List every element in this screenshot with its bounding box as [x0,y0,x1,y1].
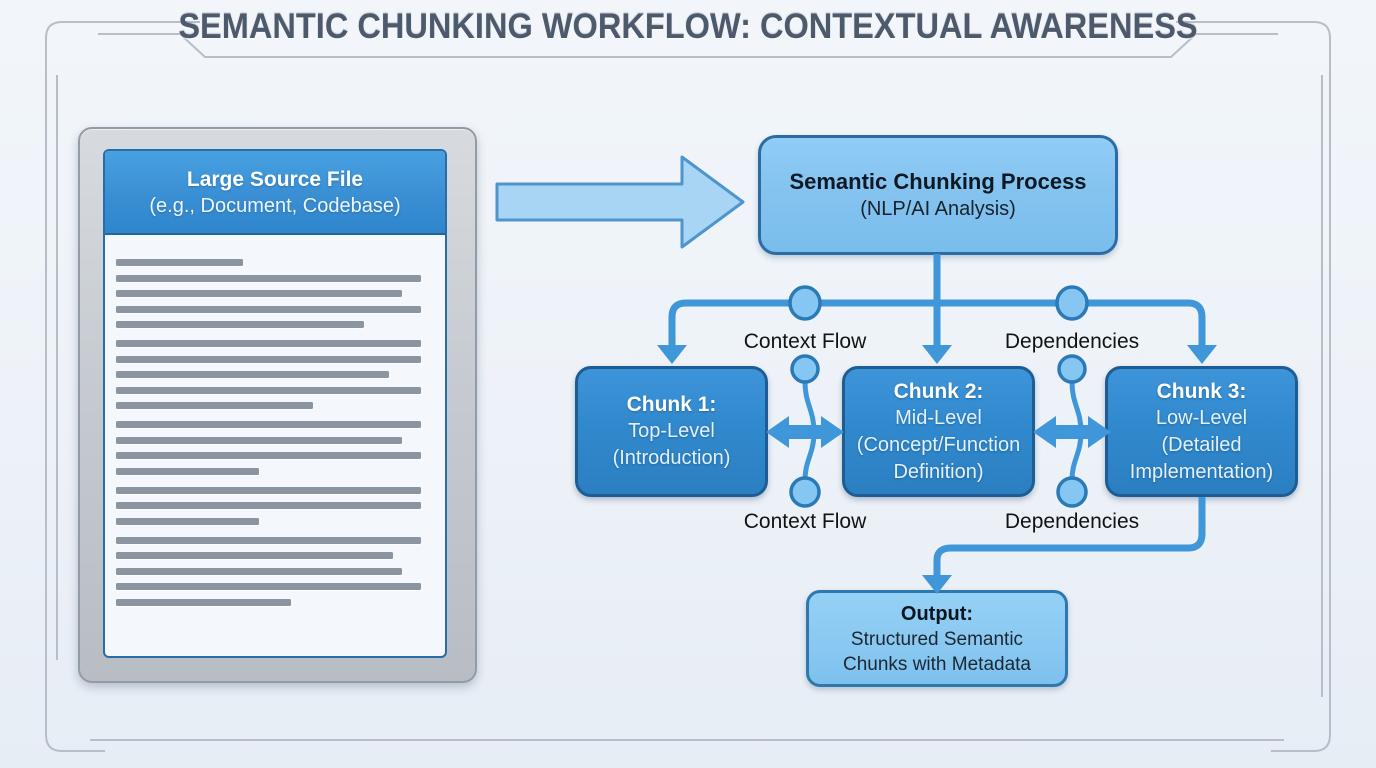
text-line-bar [116,452,422,459]
process-title: Semantic Chunking Process [789,169,1087,194]
text-line-bar [116,340,422,347]
text-line-bar [116,436,403,444]
text-paragraph [116,536,434,606]
text-line-bar [116,486,422,494]
source-file-header: Large Source File (e.g., Document, Codeb… [105,151,445,235]
text-paragraph [116,486,434,525]
chunk-line: Low-Level [1155,406,1248,429]
chunk-line: Mid-Level [895,406,982,429]
text-line-bar [116,321,365,328]
text-line-bar [116,517,260,525]
text-paragraph [116,340,434,409]
chunk-node-1: Chunk 1: Top-Level (Introduction) [575,366,768,497]
chunk-line: Definition) [893,460,984,483]
text-line-bar [116,386,422,394]
output-title: Output: [900,602,974,625]
text-paragraph [116,421,434,475]
text-line-bar [116,402,314,409]
source-file-page: Large Source File (e.g., Document, Codeb… [103,149,447,658]
text-line-bar [116,502,422,509]
text-line-bar [116,305,422,313]
source-file-body [105,235,445,606]
chunk-line: (Concept/Function [856,433,1021,456]
text-line-bar [116,467,260,475]
source-file-card: Large Source File (e.g., Document, Codeb… [78,127,477,683]
dependencies-label-bottom: Dependencies [1004,510,1140,533]
text-paragraph [116,259,434,328]
text-line-bar [116,583,422,590]
text-line-bar [116,552,393,559]
text-line-bar [116,421,422,428]
frame-corner-left [45,21,200,752]
chunk-title: Chunk 1: [626,393,717,416]
diagram-title: SEMANTIC CHUNKING WORKFLOW: CONTEXTUAL A… [178,7,1198,46]
text-line-bar [116,536,422,544]
dependencies-label-top: Dependencies [1004,330,1140,353]
process-node: Semantic Chunking Process (NLP/AI Analys… [758,135,1118,255]
text-line-bar [116,259,244,266]
process-subtitle: (NLP/AI Analysis) [860,198,1016,220]
chunk-title: Chunk 3: [1156,379,1247,403]
output-line: Chunks with Metadata [843,653,1031,675]
title-underline [98,33,1278,58]
source-file-title: Large Source File [186,167,364,191]
context-flow-label-bottom: Context Flow [743,510,867,533]
chunk-lines: Top-Level (Introduction) [613,418,731,472]
chunk-line: (Introduction) [612,447,731,469]
text-line-bar [116,567,403,575]
chunk-line: Top-Level [628,420,715,442]
text-line-bar [116,371,390,378]
text-line-bar [116,290,403,297]
chunk-line: Implementation) [1129,460,1274,483]
chunk-title: Chunk 2: [893,379,984,403]
frame-corner-right [1176,21,1331,752]
chunk-line: (Detailed [1161,433,1242,456]
text-line-bar [116,355,422,363]
context-flow-label-top: Context Flow [743,330,867,353]
output-line: Structured Semantic [850,628,1024,650]
text-line-bar [116,598,291,606]
text-line-bar [116,274,422,282]
source-file-subtitle: (e.g., Document, Codebase) [149,194,401,217]
